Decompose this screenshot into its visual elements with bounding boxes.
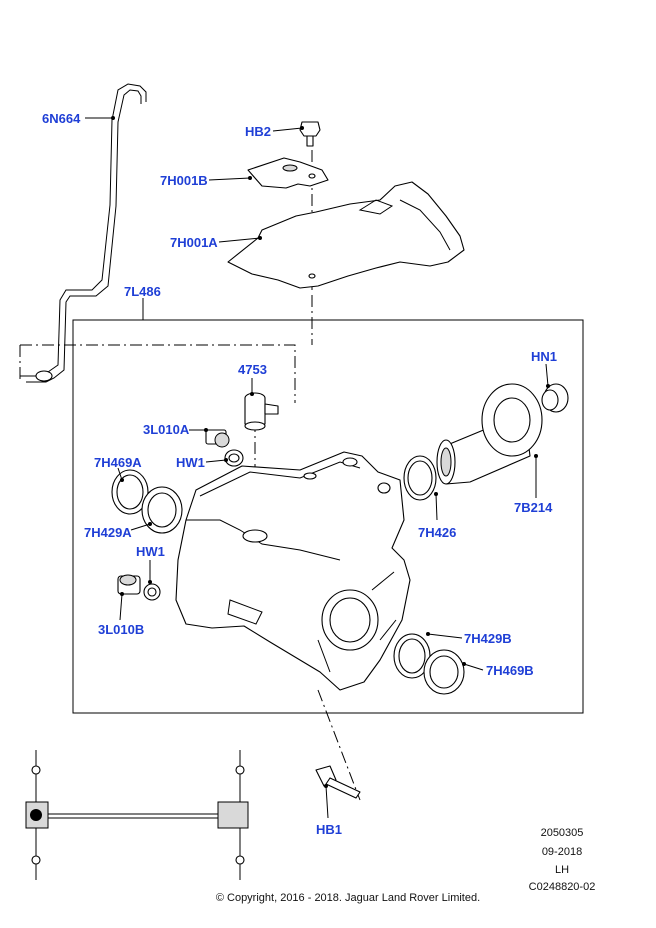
diagram-side: LH [555,864,569,876]
flange-7B214[interactable] [436,383,543,485]
callout-7B214[interactable]: 7B214 [514,500,553,515]
diagram-code: C0248820-02 [529,881,596,893]
bracket-7H001B[interactable] [247,157,329,189]
sensor-4753[interactable] [244,392,279,431]
callout-HB1[interactable]: HB1 [316,822,342,837]
callout-3L010A[interactable]: 3L010A [143,422,190,437]
callout-HN1[interactable]: HN1 [531,349,557,364]
callout-4753[interactable]: 4753 [238,362,267,377]
leader-lines [85,116,550,819]
seal-7H429A[interactable] [141,486,183,534]
heat-shield-7H001A[interactable] [227,181,465,289]
nut-HN1[interactable] [541,383,569,413]
seal-7H426[interactable] [403,455,437,501]
diagram-date: 09-2018 [542,846,582,858]
copyright-notice: © Copyright, 2016 - 2018. Jaguar Land Ro… [216,892,480,904]
seal-7H469B[interactable] [423,649,465,695]
driveline-locator-thumbnail [25,750,249,880]
washer-HW1-b[interactable] [143,583,161,601]
diagram-ref-number: 2050305 [541,827,584,839]
callout-7H426[interactable]: 7H426 [418,525,456,540]
callout-HW1-a[interactable]: HW1 [176,455,205,470]
callout-6N664[interactable]: 6N664 [42,111,81,126]
callout-7H469B[interactable]: 7H469B [486,663,534,678]
bolt-HB2[interactable] [299,121,321,147]
callout-7H001B[interactable]: 7H001B [160,173,208,188]
plug-3L010B[interactable] [117,574,141,595]
assembly-frame [72,319,584,714]
callout-HB2[interactable]: HB2 [245,124,271,139]
callout-7L486[interactable]: 7L486 [124,284,161,299]
callout-7H001A[interactable]: 7H001A [170,235,218,250]
transfer-case-housing[interactable] [175,451,411,691]
callout-3L010B[interactable]: 3L010B [98,622,144,637]
plug-3L010A[interactable] [205,429,230,448]
callout-HW1-b[interactable]: HW1 [136,544,165,559]
callout-7H469A[interactable]: 7H469A [94,455,142,470]
washer-HW1-a[interactable] [224,449,244,467]
breather-hose-6N664[interactable] [20,83,147,383]
callout-7H429B[interactable]: 7H429B [464,631,512,646]
seal-7H429B[interactable] [393,633,431,679]
callout-7H429A[interactable]: 7H429A [84,525,132,540]
bolt-HB1[interactable] [315,765,361,799]
